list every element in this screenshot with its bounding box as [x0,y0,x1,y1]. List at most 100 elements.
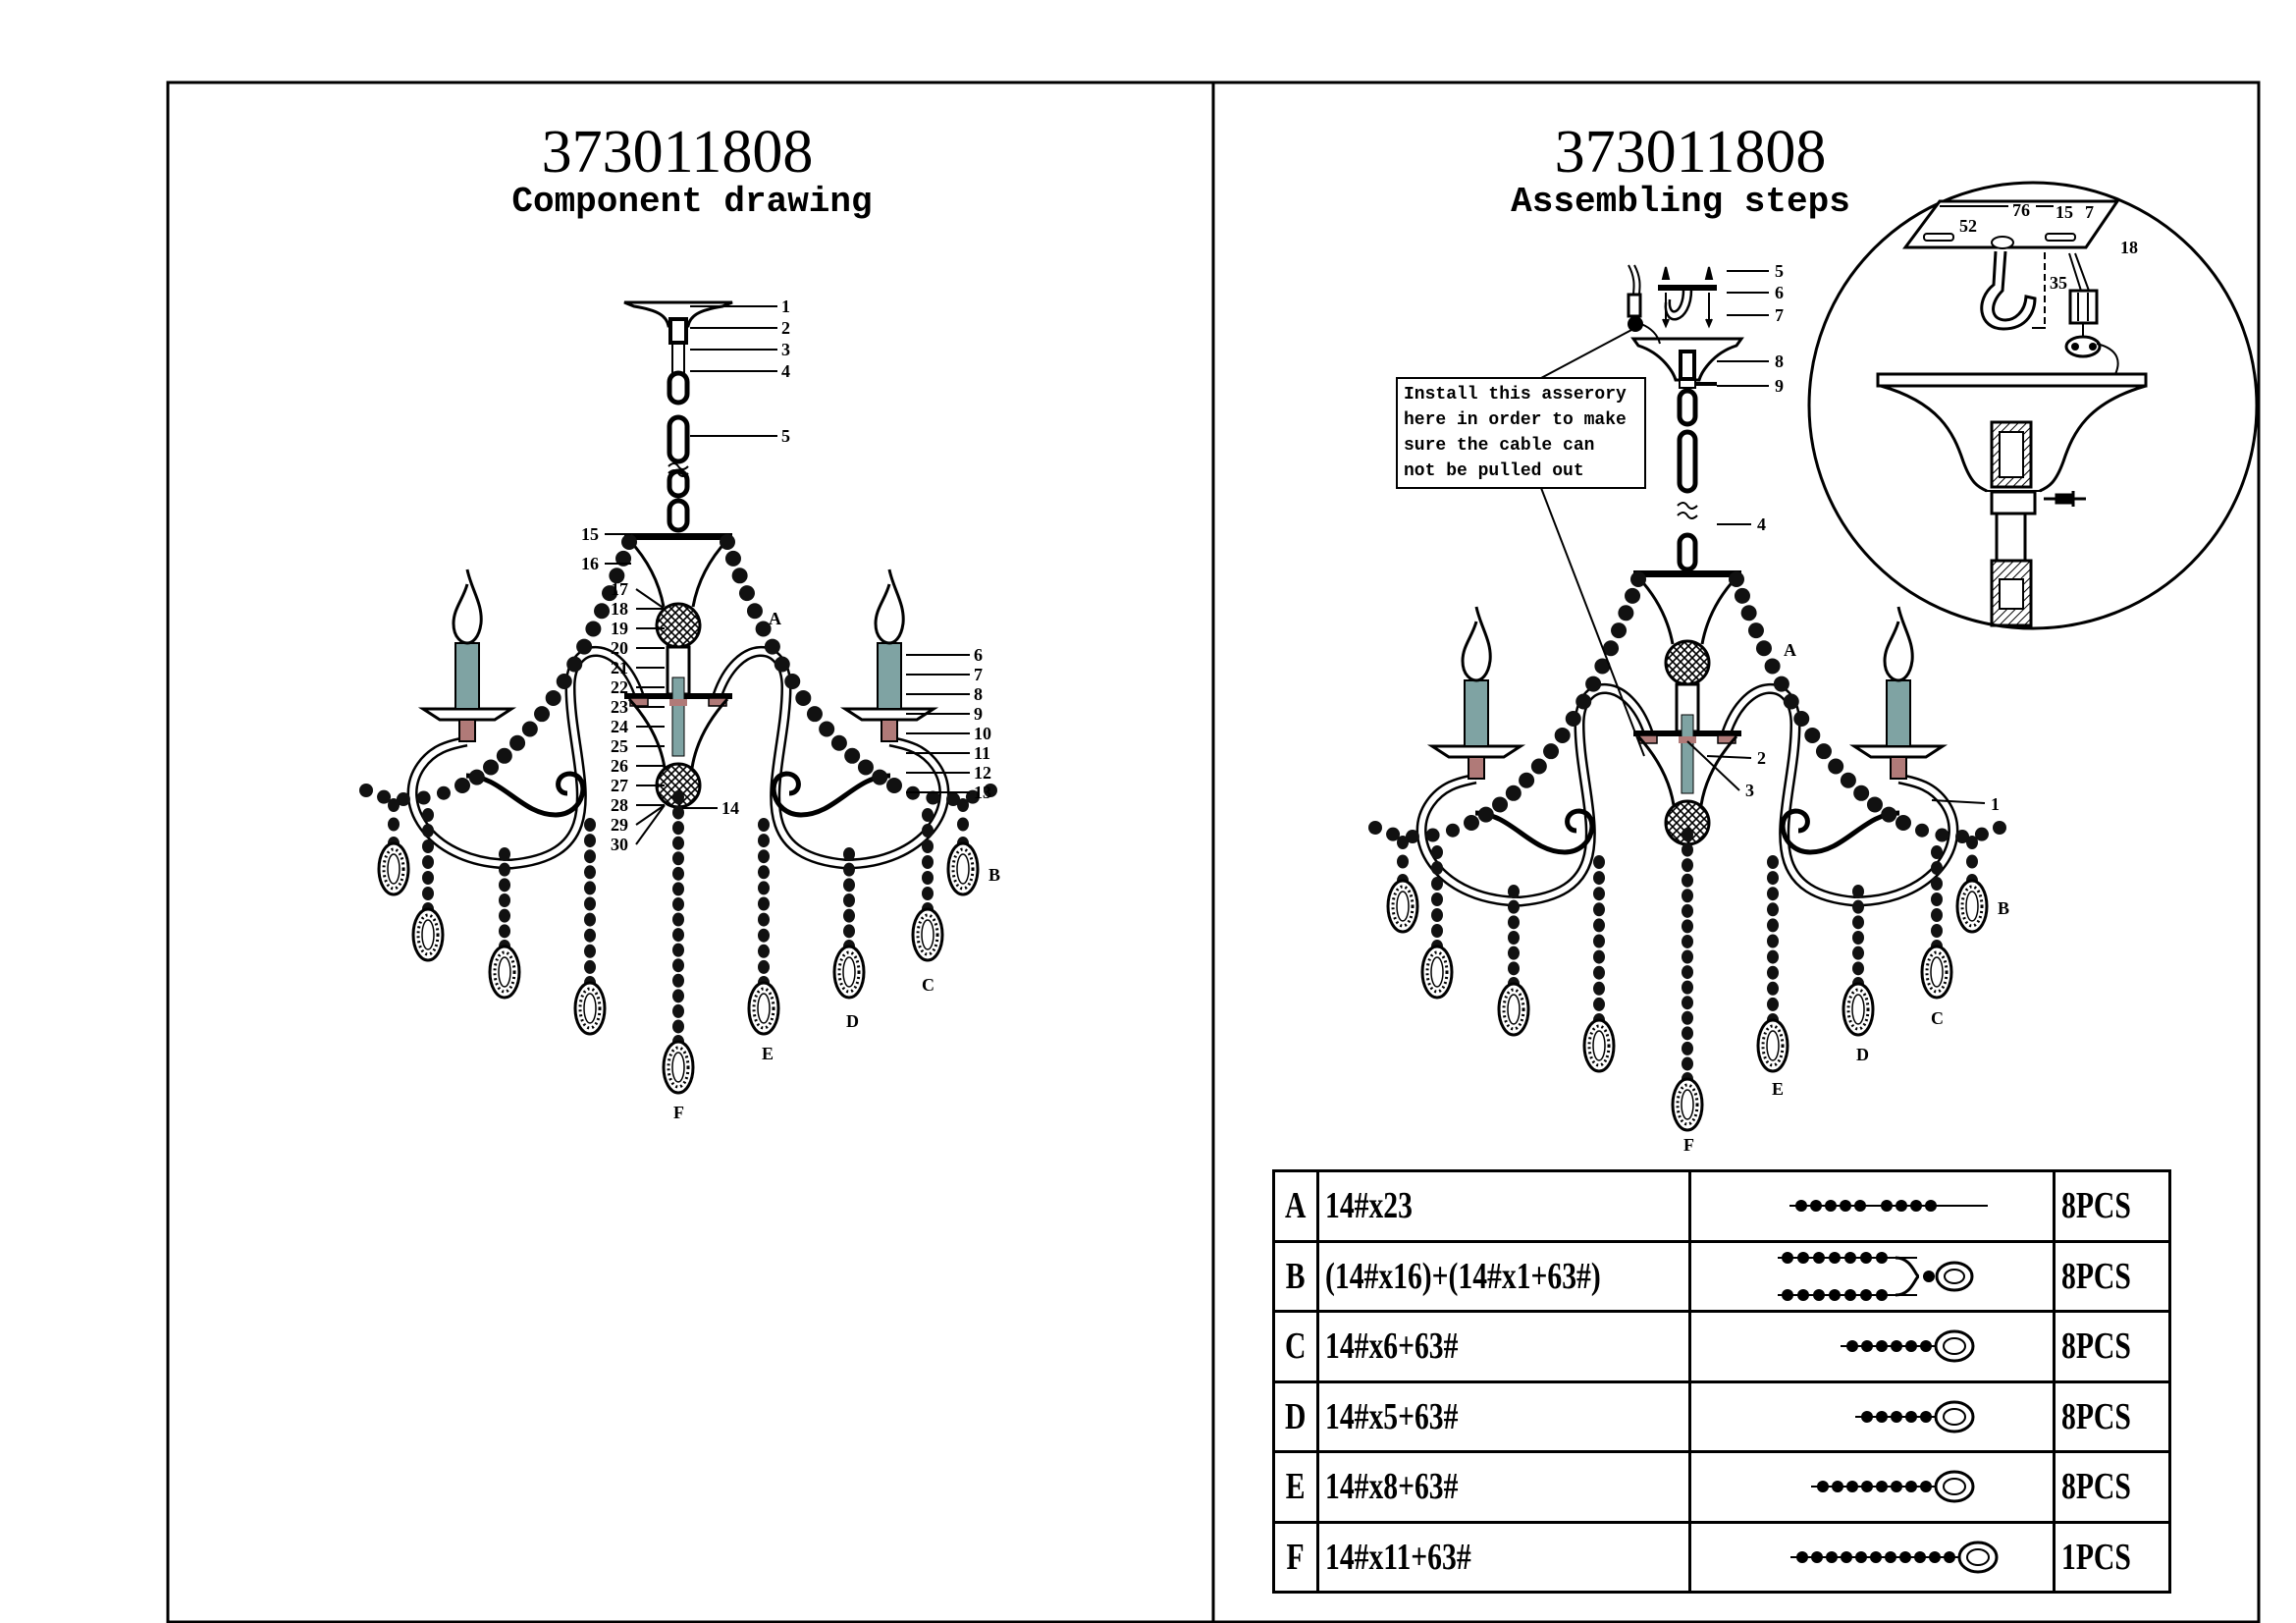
crystal-bead [1896,816,1910,830]
crystal-bead [1519,772,1535,788]
crystal-bead [377,789,392,804]
strand-letter-text: C [1285,1325,1307,1368]
strand-illustration [1688,1239,2056,1313]
crystal-bead [1891,1481,1902,1493]
part-label: 9 [974,704,983,724]
crystal-bead [1899,1550,1911,1563]
strand-letter: C [1272,1310,1319,1383]
crystal-bead [584,865,596,880]
detail-label: 18 [2120,238,2138,257]
crystal-bead [1593,918,1605,933]
part-label: 8 [1775,352,1784,371]
crystal-bead [1543,743,1560,760]
leader-line [1931,799,1986,804]
pendant-center [1396,891,1410,922]
strand-label: E [762,1044,774,1063]
strand-letter: D [1272,1380,1319,1453]
crown-cup [627,538,729,608]
candle-arm [406,646,645,870]
part-label: 28 [611,795,628,815]
strand-quantity-text: 8PCS [2061,1255,2131,1297]
detail-inset: 76 52 15 7 18 35 [1807,181,2259,630]
strand-spec: 14#x5+63# [1316,1380,1691,1453]
strand-letter-text: A [1285,1185,1307,1227]
note-line: not be pulled out [1404,461,1584,481]
crystal-bead [1931,908,1943,922]
detail-label: 7 [2085,202,2094,222]
crystal-bead [672,866,684,881]
pendant-center [1507,994,1521,1025]
strand-spec: 14#x23 [1316,1169,1691,1243]
pendant-center [1930,956,1944,988]
crystal-bead [843,908,855,923]
part-label: 9 [1775,376,1784,396]
crystal-bead [965,789,980,804]
leader-line [1706,755,1752,759]
rod-ring [1679,736,1696,743]
crystal-bead [1931,924,1943,938]
hook [1664,289,1693,321]
crystal-bead [1840,772,1856,788]
candle-arm-inner [1724,685,1956,905]
crystal-bead [468,769,485,785]
crystal-bead [1876,1340,1888,1353]
strand-spec: 14#x11+63# [1316,1520,1691,1594]
strand-quantity-text: 8PCS [2061,1395,2131,1437]
strand-spec-text: 14#x23 [1325,1185,1413,1227]
crystal-bead [672,1003,684,1018]
part-label: 15 [581,524,599,544]
crystal-bead [946,792,961,807]
crystal-bead [819,721,835,737]
crystal-bead [1477,806,1494,823]
strand-quantity: 8PCS [2053,1450,2171,1524]
crystal-bead [1431,893,1443,906]
part-label: 23 [611,697,628,717]
crystal-bead [1747,622,1764,639]
bobeche [1848,744,1949,759]
pendant-facets [1761,1024,1785,1067]
crystal-bead [1682,996,1693,1010]
pendant-facets [1502,988,1525,1031]
crystal-bead [483,759,500,776]
pendant-facets [1587,1024,1611,1067]
crystal-bead [499,862,510,877]
part-label: 17 [611,579,628,599]
crystal-bead [1891,1410,1902,1423]
crystal-bead [1740,605,1757,622]
chain-link [1677,532,1698,572]
crystal-bead [1682,889,1693,903]
crystal-bead [764,638,780,655]
crystal-bead [1682,1056,1693,1071]
right-panel-title: Assembling steps [1511,182,1850,222]
crystal-bead [926,790,940,805]
canopy-bell [1880,384,2147,493]
crystal-bead [1734,587,1750,604]
crystal-bead [388,817,400,832]
part-label: 25 [611,736,628,756]
flame-bulb [1883,606,1914,682]
strand-spec-text: 14#x11+63# [1325,1536,1471,1578]
candle-cup [458,719,476,742]
strand-spec-text: 14#x8+63# [1325,1466,1459,1508]
crystal-bead [615,550,632,567]
crystal-bead [602,585,618,602]
pendant-center [757,993,771,1024]
crystal-bead [758,912,770,927]
chain-link [667,468,690,499]
crystal-bead [1876,1410,1888,1423]
crystal-bead [1955,830,1970,844]
part-label: 13 [974,783,991,802]
pendant-facets [1925,950,1949,994]
arm-scroll [1474,808,1595,855]
crystal-bead [1618,605,1634,622]
bobeche [839,707,939,722]
crystal-bead [1885,1550,1896,1563]
crystal-bead [1920,1410,1932,1423]
crystal-bead [1431,845,1443,859]
candle-cup [1468,756,1485,780]
crystal-bead [1682,934,1693,948]
crystal-bead [1431,877,1443,891]
